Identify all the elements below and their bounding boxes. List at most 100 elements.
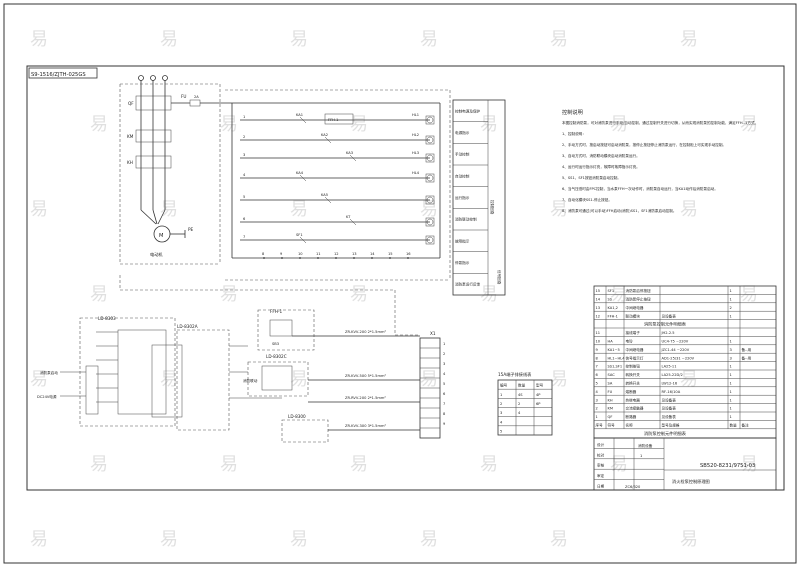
node-number: 10 (298, 252, 303, 256)
cable-3: ZR-RVV-2X0 2*1.5mm² (345, 396, 386, 400)
component-cell: 8 (596, 356, 599, 360)
watermark-glyph: 易 (30, 529, 48, 550)
component-cell: LA25-11 (662, 365, 677, 369)
component-cell: 3 (730, 348, 732, 352)
component-cell: JZC1-44 ~220V (661, 348, 690, 352)
component-cell: KH (608, 398, 613, 402)
watermark-glyph: 易 (290, 529, 308, 550)
component-section-top: 消防泵控制元件明细表 (644, 321, 687, 328)
io-cell: 5 (500, 430, 502, 434)
component-cell: 3 (596, 398, 598, 402)
component-cell: 中间继电器 (626, 305, 644, 310)
module-c-label: LD-8302C (266, 354, 287, 359)
relay-label: KA3 (346, 151, 353, 155)
note-line: 4、运行时运行指示灯亮，故障时故障指示灯亮。 (562, 164, 640, 169)
function-row: 自动控制 (455, 173, 470, 178)
remote-start-label: 消防泵启动 (40, 370, 58, 375)
function-row: 控制电源及保护 (455, 108, 481, 113)
io-header: 数量 (518, 383, 526, 388)
component-cell: JH2-2.5 (661, 331, 675, 335)
watermark-glyph: 易 (420, 529, 438, 550)
pe-label: PE (188, 227, 194, 232)
title-block-row: 设计 (597, 442, 605, 447)
component-cell: 断路器 (626, 414, 637, 419)
component-cell: 3 (730, 356, 732, 360)
watermark-glyph: 易 (480, 454, 498, 475)
power-circuit: QF KM KH M PE 电动机 FU 2A (127, 75, 233, 258)
watermark-glyph: 易 (160, 29, 178, 50)
ffh-panel (257, 309, 315, 351)
terminal-number: 4 (443, 372, 446, 376)
component-cell: 联动模块 (626, 313, 641, 318)
component-cell: 9 (596, 348, 599, 352)
component-cell: AD1-25/31 ~220V (662, 356, 695, 360)
title-block-sheet: 1 (640, 454, 642, 458)
watermark-glyph: 易 (550, 529, 568, 550)
component-cell: SF1 (608, 289, 615, 293)
watermark-glyph: 易 (680, 199, 698, 220)
component-cell: 1 (730, 382, 732, 386)
io-cell: 4 (518, 411, 521, 415)
watermark-layer: 易易易易易易易易易易易易易易易易易易易易易易易易易易易易易易易易易易易易易易易易… (30, 29, 758, 550)
watermark-glyph: 易 (30, 199, 48, 220)
watermark-glyph: 易 (420, 199, 438, 220)
component-cell: 转换开关 (626, 381, 641, 386)
io-cell: 6P (536, 402, 541, 406)
relay-label: KA1 (296, 113, 303, 117)
relay-label: KA5 (321, 193, 328, 197)
component-cell: LA25-22D/2 (662, 373, 683, 377)
node-number: 1 (243, 115, 245, 119)
component-cell: 接线端子 (626, 330, 641, 335)
terminal-number: 8 (443, 412, 446, 416)
component-cell: UC4-75 ~220V (662, 340, 689, 344)
ladder-rungs: KA11KA22KA33KA44KA55KT6SF17HL1HL2HL3HL48… (240, 113, 435, 259)
component-cell: 10 (596, 340, 601, 344)
watermark-glyph: 易 (90, 454, 108, 475)
watermark-glyph: 易 (160, 369, 178, 390)
function-side-control: 控制回路 (490, 200, 495, 215)
title-block-row: 校对 (597, 452, 605, 457)
watermark-glyph: 易 (90, 284, 108, 305)
watermark-glyph: 易 (420, 369, 438, 390)
component-cell: 13 (596, 306, 601, 310)
relay-label: KT (346, 215, 351, 219)
component-cell: 1 (730, 407, 732, 411)
component-cell: 信号指示灯 (626, 355, 644, 360)
component-cell: FU (608, 390, 613, 394)
km-label: KM (127, 134, 134, 139)
drawing-code: S9-1516/ZJTH-025GS (31, 72, 86, 78)
component-header: 数量 (730, 423, 738, 428)
component-cell: 1 (730, 398, 732, 402)
kh-label: KH (127, 160, 133, 165)
io-header: 编号 (500, 383, 508, 388)
component-section-bottom: 消防泵控制元件明细表 (644, 430, 687, 437)
component-cell: KM (608, 407, 613, 411)
io-cell: 4P (536, 393, 541, 397)
component-cell: 7 (596, 365, 598, 369)
component-cell: 备--用 (742, 347, 752, 352)
watermark-glyph: 易 (30, 369, 48, 390)
notes-block: 控制说明 本图控制消防泵，可对消防泵进行手动/自动控制，通过控制开关进行切换，从… (562, 108, 758, 213)
watermark-glyph: 易 (610, 454, 628, 475)
watermark-glyph: 易 (30, 29, 48, 50)
note-line: 7、自动化模块SS1-停止按钮。 (562, 197, 612, 202)
io-cell: 4 (500, 420, 503, 424)
fire-signal-label: 消防联动 (243, 378, 258, 383)
function-row: 运行指示 (455, 195, 470, 200)
node-number: 9 (280, 252, 283, 256)
lamp-label: HL2 (412, 133, 419, 137)
note-line: 2、手动方式时，按启动按钮可启动消防泵，按停止按钮停止消防泵运行，在控制柜上可实… (562, 142, 726, 147)
component-cell: 交流接触器 (626, 406, 644, 411)
title-block-row: 审定 (597, 473, 605, 478)
component-cell: SS1,SF1 (608, 365, 623, 369)
component-cell: 5 (596, 382, 598, 386)
title-block-row: 日期 (597, 484, 605, 489)
watermark-glyph: 易 (610, 114, 628, 135)
fu-value: 2A (194, 95, 199, 99)
terminal-number: 1 (443, 342, 445, 346)
watermark-glyph: 易 (90, 114, 108, 135)
watermark-glyph: 易 (290, 199, 308, 220)
